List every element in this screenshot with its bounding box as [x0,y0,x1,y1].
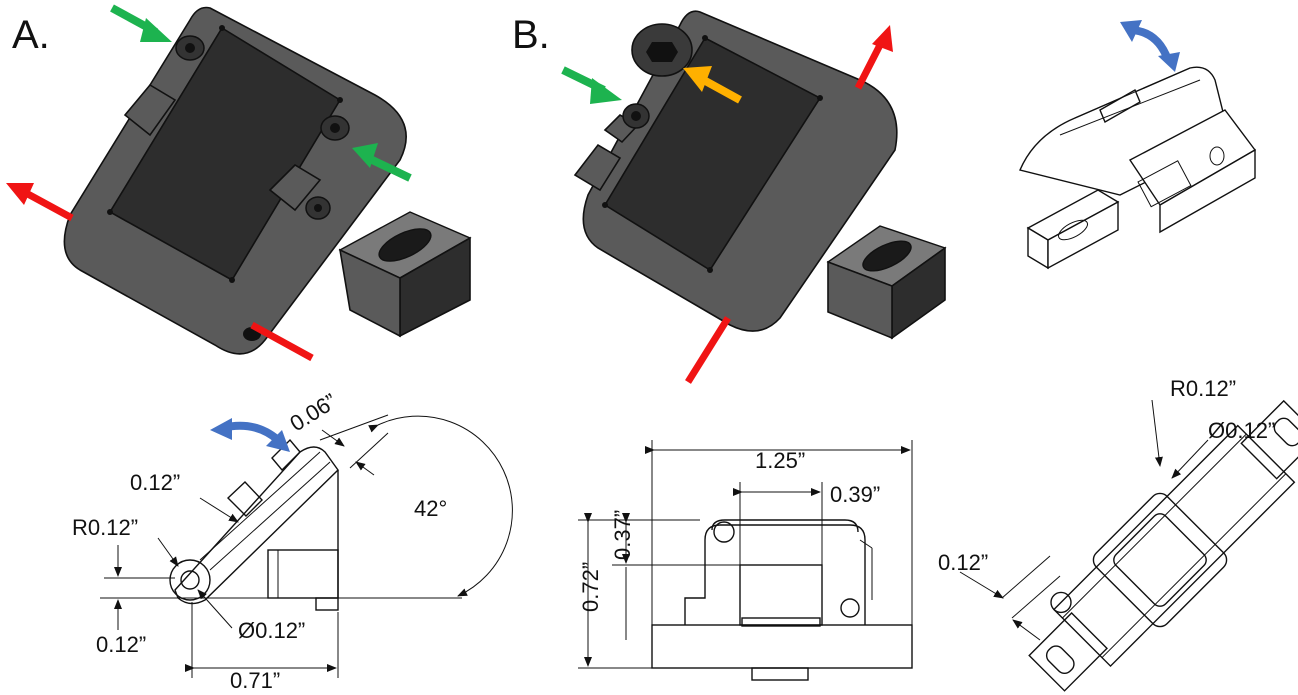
bolt-icon [305,196,331,220]
bolt-icon [175,35,205,61]
side-view-dim-lines [104,414,513,678]
orange-arrow-icon [683,66,742,104]
bolt-icon [320,115,350,141]
blue-rotation-arrow-icon [1120,20,1180,72]
front-view-dim-lines [578,440,913,669]
dim-upper-height: 0.37” [610,510,635,560]
dim-width: 1.25” [755,448,805,473]
front-view-drawing [651,519,913,681]
bolt-icon [622,103,650,129]
green-arrow-icon [110,4,172,42]
dim-slot: 0.39” [830,482,880,507]
side-view-drawing [100,438,462,611]
bolt-icon [631,23,693,77]
dim-offset: 0.12” [96,632,146,657]
red-arrow-icon [685,25,893,384]
red-arrow-icon [6,183,314,362]
blue-rotation-arrow-icon [210,418,290,452]
panel-a-render [63,6,472,355]
dim-angle: 42° [414,496,447,521]
dim-total-height: 0.72” [578,562,603,612]
panel-b-render [573,10,947,340]
dim-thickness: 0.06” [285,388,341,436]
dim-gap: 0.12” [938,550,988,575]
dim-radius-top: R0.12” [1170,376,1236,401]
panel-label-a: A. [12,13,50,57]
isometric-line-drawing [1019,66,1257,270]
dim-radius: R0.12” [72,515,138,540]
dim-hole-top: Ø0.12” [1208,418,1275,443]
dim-length: 0.71” [230,668,280,693]
green-arrow-icon [352,143,412,182]
dim-wall: 0.12” [130,470,180,495]
dim-hole: Ø0.12” [238,618,305,643]
top-view-dim-lines [959,399,1209,641]
green-arrow-icon [561,66,622,104]
panel-label-b: B. [512,13,550,57]
